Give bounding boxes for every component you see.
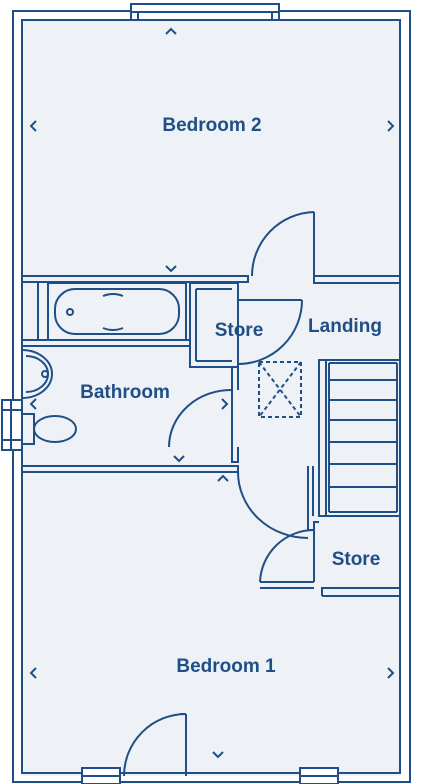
loft-hatch-icon (258, 361, 302, 418)
basin (21, 349, 53, 399)
room-label-landing: Landing (308, 316, 382, 337)
room-label-bedroom2: Bedroom 2 (162, 115, 261, 136)
room-label-bedroom1: Bedroom 1 (176, 656, 276, 677)
stairwell (318, 359, 401, 517)
room-label-store-bottom: Store (332, 549, 381, 570)
store-top-walls (189, 282, 239, 368)
floor-area (22, 20, 400, 776)
wall-bathroom-south (22, 465, 239, 473)
toilet (21, 413, 77, 445)
chevron-icon (29, 27, 395, 759)
room-label-bathroom: Bathroom (80, 382, 170, 403)
room-label-store-top: Store (215, 320, 264, 341)
stair-treads (329, 379, 397, 488)
door-swing-icon (123, 211, 315, 777)
